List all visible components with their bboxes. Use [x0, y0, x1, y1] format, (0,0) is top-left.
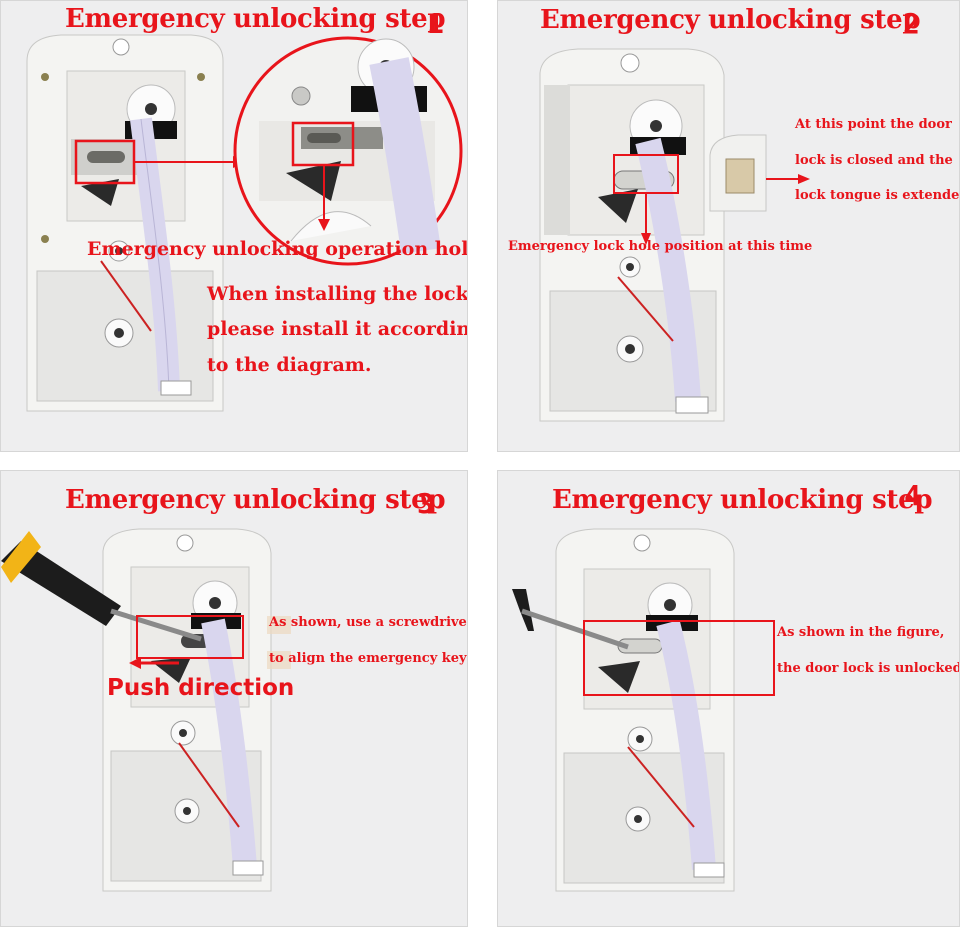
screwdriver-note-line-2: to align the emergency keyhole. [269, 651, 467, 666]
unlocked-note-line-2: the door lock is unlocked [777, 661, 960, 676]
lock-photo-step-3 [1, 528, 291, 892]
door-closed-note-line-1: At this point the door [795, 117, 952, 132]
install-note-line-1: When installing the lock, [207, 283, 468, 305]
step-panel-1: Emergency unlocking step 1 Emergency unl… [0, 0, 468, 452]
step-title: Emergency unlocking step [552, 485, 933, 515]
hole-position-label: Emergency lock hole position at this tim… [508, 239, 813, 254]
operation-hole-label: Emergency unlocking operation hole [87, 238, 468, 260]
step-panel-3: Emergency unlocking step 3 As shown, use… [0, 470, 468, 927]
lock-photo-step-1 [26, 34, 463, 412]
step-panel-2: Emergency unlocking step 2 At this point… [497, 0, 960, 452]
step-number: 3 [417, 487, 434, 520]
step-title: Emergency unlocking step [65, 4, 446, 34]
lock-photo-step-2 [539, 48, 810, 422]
push-direction-label: Push direction [107, 675, 295, 701]
install-note-line-2: please install it according [207, 318, 468, 340]
step-title: Emergency unlocking step [65, 485, 446, 515]
screwdriver-note-line-1: As shown, use a screwdriver [269, 615, 468, 630]
step-number: 1 [427, 7, 444, 40]
step-title: Emergency unlocking step [540, 5, 921, 35]
install-note-line-3: to the diagram. [207, 354, 372, 376]
lock-photo-step-4 [512, 528, 775, 892]
unlocked-note-line-1: As shown in the figure, [777, 625, 945, 640]
door-closed-note-line-2: lock is closed and the [795, 153, 953, 168]
door-closed-note-line-3: lock tongue is extended. [795, 188, 960, 203]
step-number: 4 [904, 479, 921, 512]
step-panel-4: Emergency unlocking step 4 As shown in t… [497, 470, 960, 927]
step-number: 2 [903, 7, 920, 40]
